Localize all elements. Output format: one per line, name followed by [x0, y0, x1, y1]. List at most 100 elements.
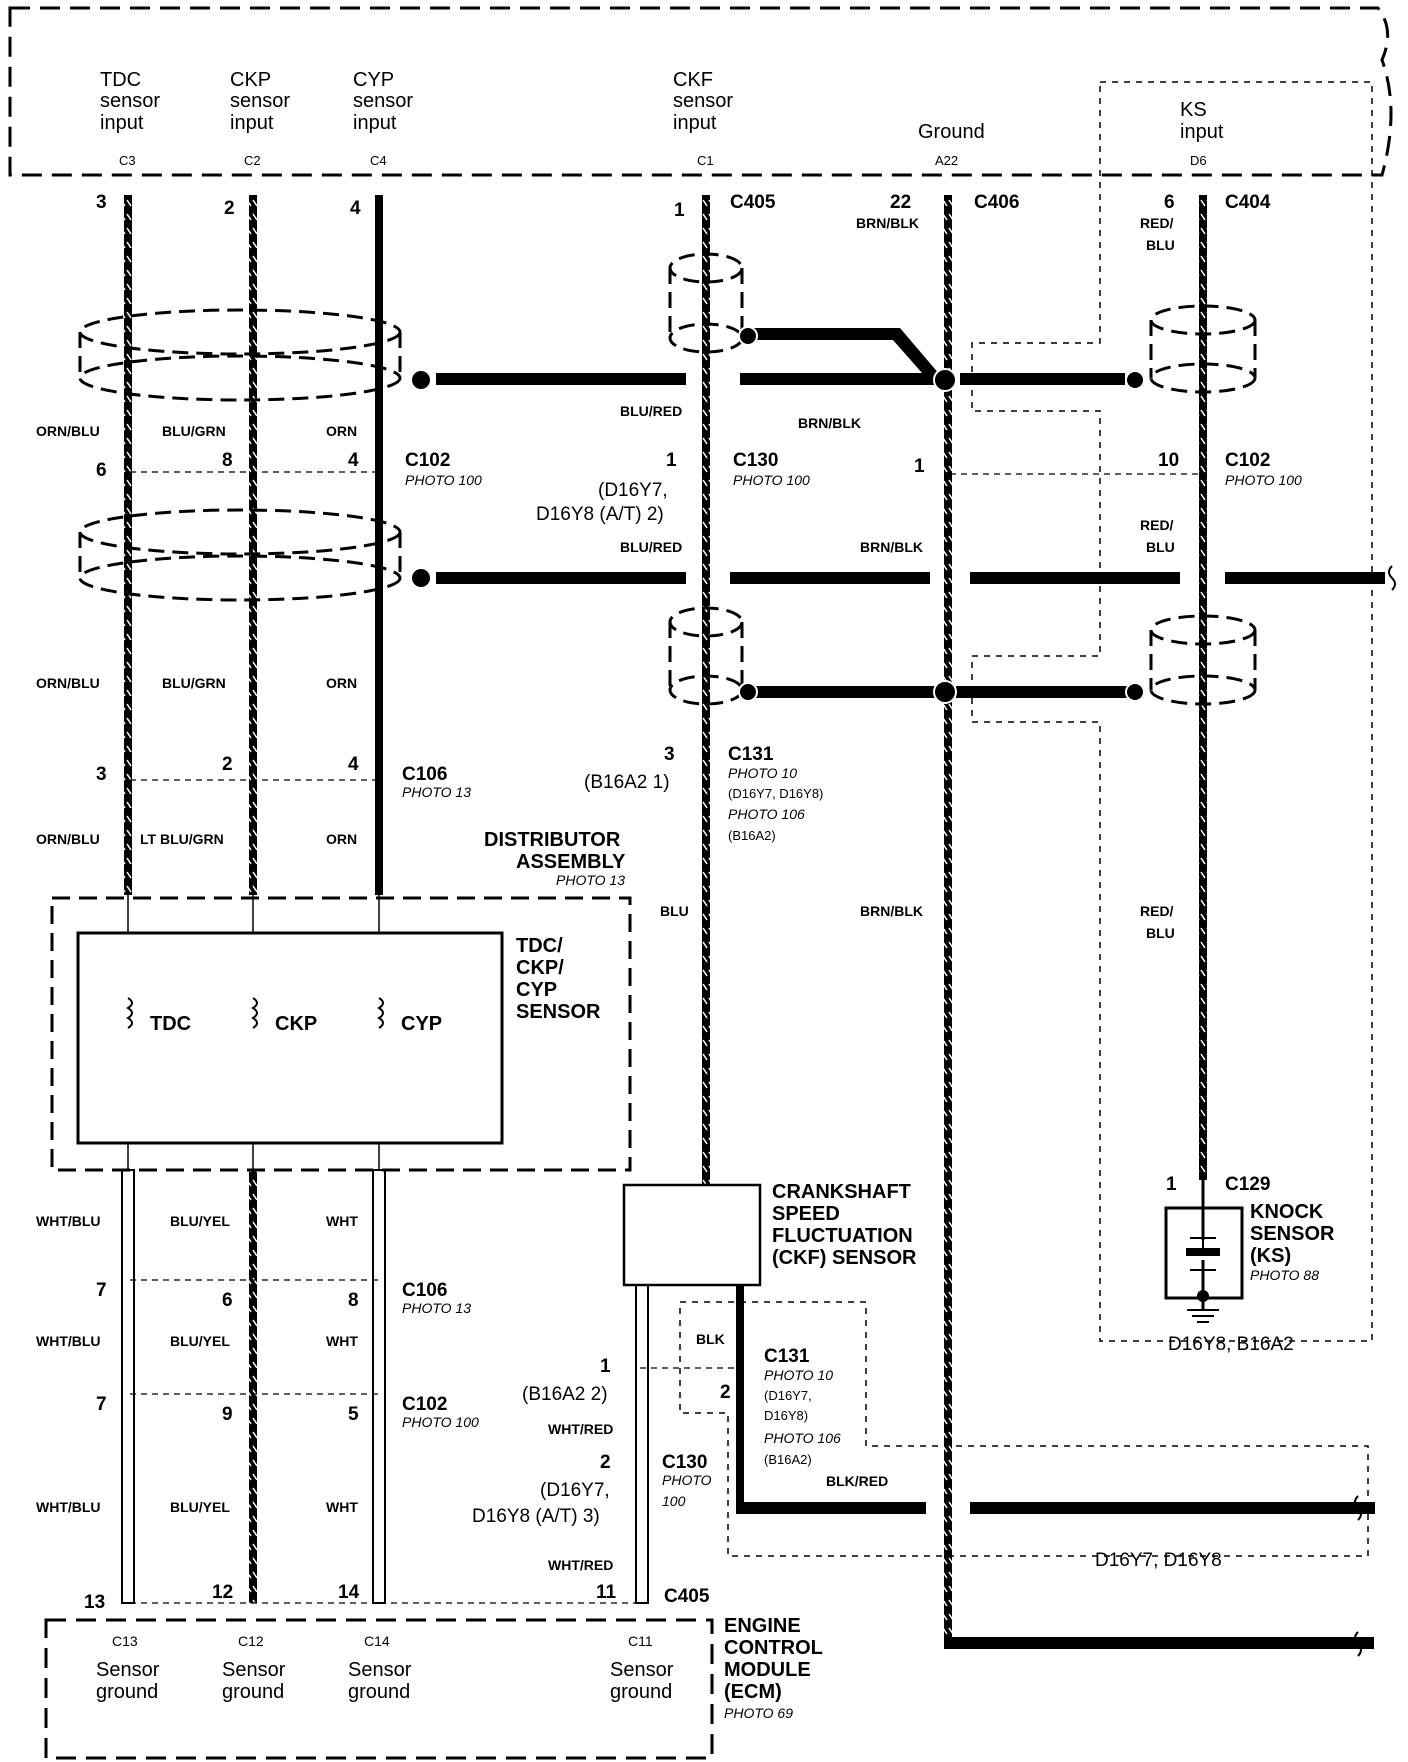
wire-blk-red: BLK/RED [826, 1473, 888, 1489]
pin-7-c102: 7 [96, 1394, 107, 1415]
knock-sensor-symbol [1164, 1180, 1244, 1323]
wire-ground [944, 195, 952, 1645]
pin-14: 14 [338, 1582, 360, 1603]
photo13-c106b: PHOTO 13 [402, 1300, 471, 1316]
ground-label: Ground [918, 121, 985, 143]
wire-red-low: RED/ [1140, 903, 1174, 919]
wire-brn-blk-3: BRN/BLK [860, 903, 923, 919]
pin-2-c106: 2 [222, 754, 233, 775]
ckp-input-l1: CKP [230, 69, 271, 91]
wire-blu-yel-1: BLU/YEL [170, 1213, 230, 1229]
cyp-input-l1: CYP [353, 69, 394, 91]
note-c130b-d16y8: D16Y8 (A/T) 3) [472, 1506, 600, 1527]
ckf-ground-enclosure [679, 1301, 1369, 1557]
pin-1-c129: 1 [1166, 1174, 1177, 1195]
pin-10: 10 [1158, 450, 1179, 471]
wire-wht-3: WHT [326, 1499, 358, 1515]
distributor-l2: ASSEMBLY [516, 851, 626, 873]
ecm-bottom-box [44, 1618, 714, 1760]
ecm-top-box [8, 6, 1393, 177]
pin-4-c106: 4 [348, 754, 359, 775]
note-c130-d16y7: (D16Y7, [598, 480, 668, 501]
wire-wht-2: WHT [326, 1333, 358, 1349]
note-d16y7-d16y8: D16Y7, D16Y8 [1095, 1550, 1222, 1571]
pin-2-c131b: 2 [720, 1382, 731, 1403]
pin-2-c130: 2 [600, 1452, 611, 1473]
photo10-b: PHOTO 10 [764, 1367, 833, 1383]
ckp-input-l3: input [230, 112, 274, 134]
pin-13: 13 [84, 1592, 105, 1613]
pin-8-c106: 8 [348, 1290, 359, 1311]
pin-3-c106: 3 [96, 764, 107, 785]
conn-c102-b: C102 [1225, 450, 1270, 471]
ecm-l1: ENGINE [724, 1615, 801, 1637]
ckf-input-l2: sensor [673, 90, 733, 112]
pin-a22: A22 [935, 153, 958, 168]
pin-c13: C13 [112, 1633, 138, 1649]
pin-d6: D6 [1190, 153, 1207, 168]
photo-c130b-l2: 100 [662, 1493, 686, 1509]
wire-wht-blu-2: WHT/BLU [36, 1333, 101, 1349]
conn-c106-b: C106 [402, 1280, 447, 1301]
pin-c2: C2 [244, 153, 261, 168]
ks-input-l2: input [1180, 121, 1224, 143]
coil-tdc-label: TDC [150, 1013, 191, 1035]
pin-1-top: 1 [674, 200, 685, 221]
conn-c404: C404 [1225, 192, 1271, 213]
wire-blu-mid: BLU [1146, 539, 1175, 555]
cyp-input-l3: input [353, 112, 397, 134]
c13-l1: Sensor [96, 1659, 160, 1681]
pin-1-c130: 1 [666, 450, 677, 471]
wire-orn-3: ORN [326, 831, 357, 847]
wire-wht-1: WHT [326, 1213, 358, 1229]
wire-blu-grn-2: BLU/GRN [162, 675, 226, 691]
wire-lt-blu-grn: LT BLU/GRN [140, 831, 224, 847]
wire-red-mid: RED/ [1140, 517, 1174, 533]
c11-l1: Sensor [610, 1659, 674, 1681]
ckf-l3: FLUCTUATION [772, 1225, 913, 1247]
photo88: PHOTO 88 [1250, 1267, 1319, 1283]
photo69: PHOTO 69 [724, 1705, 793, 1721]
photo13-c106a: PHOTO 13 [402, 784, 471, 800]
pin-c4: C4 [370, 153, 387, 168]
wire-blk: BLK [696, 1331, 725, 1347]
note-c131-d16y7: (D16Y7, D16Y8) [728, 786, 823, 801]
conn-c405-top: C405 [730, 192, 776, 213]
wire-blu-low: BLU [1146, 925, 1175, 941]
wire-wht-red-2: WHT/RED [548, 1557, 613, 1573]
ckf-input-l3: input [673, 112, 717, 134]
conn-c106-a: C106 [402, 764, 447, 785]
wire-brn-blk-2: BRN/BLK [860, 539, 923, 555]
splice-dots [410, 326, 1145, 704]
ckp-input-l2: sensor [230, 90, 290, 112]
wire-orn-2: ORN [326, 675, 357, 691]
pin-7-c106: 7 [96, 1280, 107, 1301]
pin-11: 11 [596, 1582, 617, 1603]
ckf-l4: (CKF) SENSOR [772, 1247, 917, 1269]
pin-4-top: 4 [350, 198, 361, 219]
conn-c131-a: C131 [728, 744, 774, 765]
c14-l2: ground [348, 1681, 410, 1703]
note-c131-b16a2: (B16A2 1) [584, 772, 670, 793]
tdc-input-l1: TDC [100, 69, 141, 91]
wire-blu-yel-2: BLU/YEL [170, 1333, 230, 1349]
photo100-b: PHOTO 100 [733, 472, 810, 488]
pin-c11: C11 [628, 1633, 653, 1649]
photo100-c: PHOTO 100 [1225, 472, 1302, 488]
ckf-l2: SPEED [772, 1203, 840, 1225]
note-b16a2-2: (B16A2 2) [522, 1384, 608, 1405]
wire-wht-blu-3: WHT/BLU [36, 1499, 101, 1515]
c12-l1: Sensor [222, 1659, 286, 1681]
note-d16y8-b16a2: D16Y8, B16A2 [1168, 1334, 1294, 1355]
wire-blu-top: BLU [1146, 237, 1175, 253]
photo13-distributor: PHOTO 13 [556, 872, 625, 888]
wire-blu: BLU [660, 903, 689, 919]
cyp-input-l2: sensor [353, 90, 413, 112]
pin-8-c102: 8 [222, 450, 233, 471]
pin-6-c102: 6 [96, 460, 107, 481]
coil-ckp-label: CKP [275, 1013, 317, 1035]
wire-orn-1: ORN [326, 423, 357, 439]
coil-cyp-label: CYP [401, 1013, 442, 1035]
conn-c102-a: C102 [405, 450, 450, 471]
pin-6-top: 6 [1164, 192, 1175, 213]
